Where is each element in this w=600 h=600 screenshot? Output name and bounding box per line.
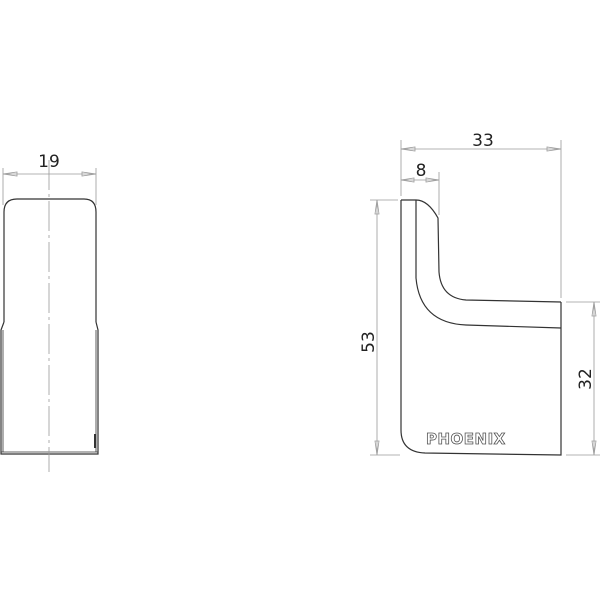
arrow-left-icon (2, 171, 18, 177)
overall-height-label: 53 (359, 331, 379, 353)
arrow-left-icon (400, 146, 416, 152)
front-view (0, 160, 99, 472)
arm-thickness-label: 8 (416, 161, 427, 181)
arrow-right-icon (81, 171, 97, 177)
arrow-up-icon (374, 199, 380, 215)
front-width-label: 19 (38, 152, 60, 172)
arrow-down-icon (374, 440, 380, 456)
brand-logo: PHOENIX (426, 430, 506, 448)
arrow-left-icon (400, 177, 415, 183)
side-view (370, 140, 600, 456)
arrow-up-icon (591, 301, 597, 317)
arrow-down-icon (591, 440, 597, 456)
overall-depth-label: 33 (472, 131, 494, 151)
arrow-right-icon (546, 146, 562, 152)
base-height-label: 32 (576, 368, 596, 390)
arrow-right-icon (425, 177, 440, 183)
